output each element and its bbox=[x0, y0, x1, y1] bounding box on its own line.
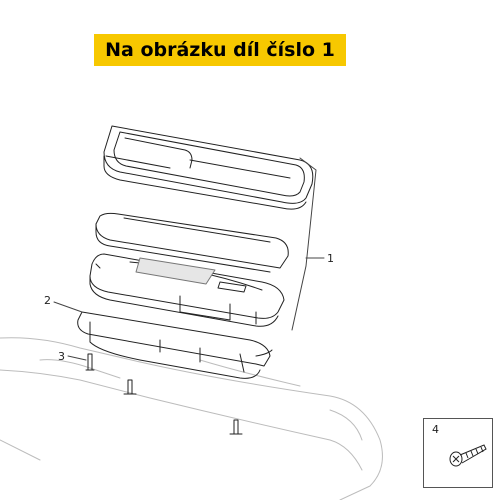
callout-2-leader bbox=[53, 301, 83, 313]
callout-1-label: 1 bbox=[327, 252, 334, 265]
lower-housing bbox=[77, 311, 273, 379]
callout-1-bracket bbox=[291, 157, 317, 331]
instrument-cover bbox=[103, 125, 314, 210]
callout-3-leader bbox=[67, 355, 87, 361]
screw-left bbox=[85, 353, 95, 371]
screw-middle bbox=[123, 379, 137, 395]
detail-screw-inset: 4 bbox=[423, 418, 493, 488]
callout-4-label: 4 bbox=[432, 423, 439, 436]
callout-3-label: 3 bbox=[58, 350, 65, 363]
screw-right bbox=[229, 419, 243, 435]
display-housing bbox=[89, 253, 285, 327]
part-number-banner: Na obrázku díl číslo 1 bbox=[94, 34, 346, 66]
callout-2-label: 2 bbox=[44, 294, 51, 307]
mounting-frame-background bbox=[0, 337, 383, 500]
screw-4-icon bbox=[449, 444, 487, 467]
lens-glass bbox=[95, 212, 289, 273]
